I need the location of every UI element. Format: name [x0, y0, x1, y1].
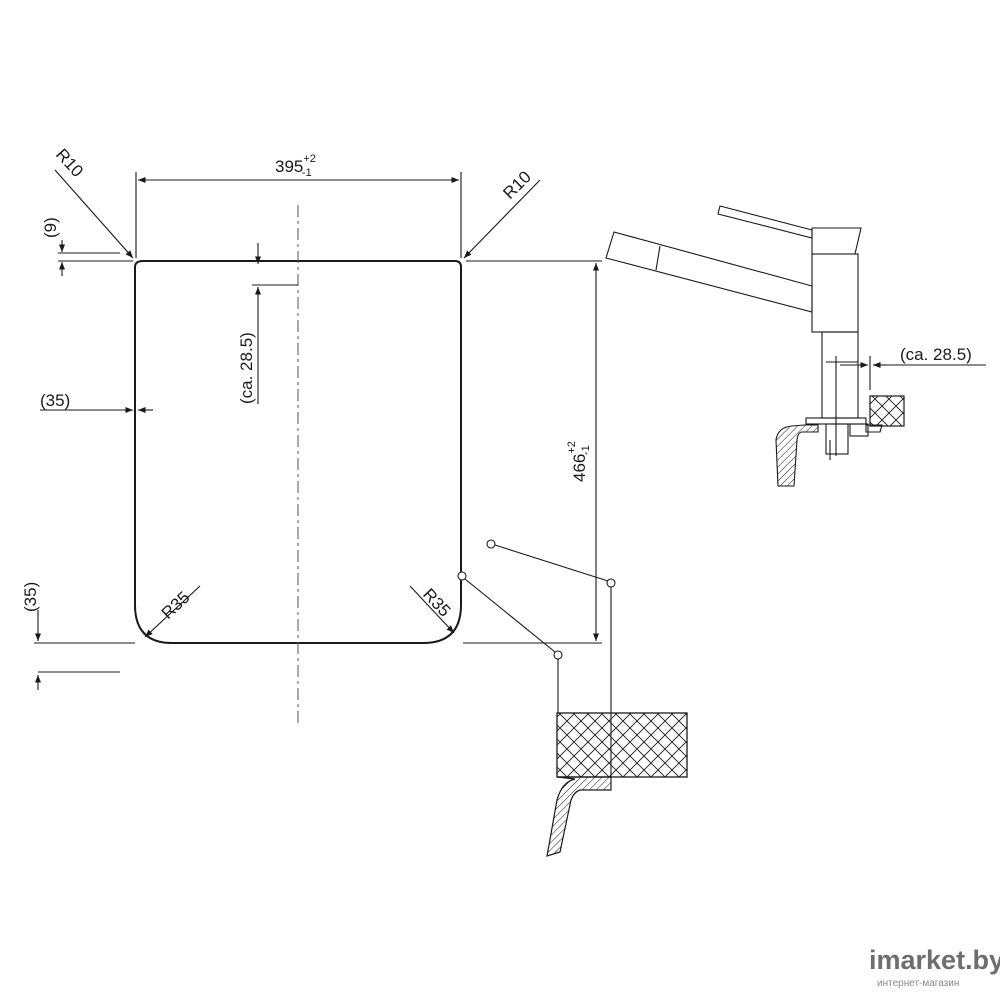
detail-leaders [457, 539, 616, 713]
offset-top-dimension: (9) [41, 217, 133, 276]
height-label: 466+2-1 [566, 441, 592, 482]
radius-bottom-left: R35 [144, 585, 201, 638]
svg-text:(9): (9) [41, 217, 60, 238]
svg-text:R35: R35 [419, 585, 454, 621]
radius-top-left: R10 [52, 145, 134, 259]
center-depth-dimension: (ca. 28.5) [237, 243, 298, 404]
svg-text:R10: R10 [52, 145, 87, 181]
faucet-depth-dimension: (ca. 28.5) [826, 345, 986, 456]
offset-bottom-dimension: (35) [21, 582, 135, 690]
offset-left-dimension: (35) [40, 391, 153, 414]
watermark-tagline: интернет-магазин [877, 978, 959, 989]
svg-text:(35): (35) [40, 391, 70, 410]
svg-text:R10: R10 [499, 167, 534, 202]
sink-outline [134, 260, 462, 644]
svg-text:(35): (35) [21, 582, 40, 612]
svg-text:R35: R35 [158, 588, 194, 623]
svg-text:(ca. 28.5): (ca. 28.5) [900, 345, 972, 364]
radius-top-right: R10 [463, 167, 541, 259]
radius-bottom-right: R35 [409, 585, 455, 634]
faucet-worktop-section [775, 395, 905, 487]
watermark: imarket.by интернет-магазин [869, 945, 1000, 989]
faucet-drawing [605, 205, 869, 460]
width-label: 395+2-1 [275, 153, 316, 179]
worktop-section [546, 712, 688, 857]
watermark-brand: imarket.by [869, 945, 1000, 975]
width-dimension: 395+2-1 [135, 153, 462, 258]
svg-text:(ca. 28.5): (ca. 28.5) [237, 332, 256, 404]
height-dimension: 466+2-1 [463, 260, 602, 644]
